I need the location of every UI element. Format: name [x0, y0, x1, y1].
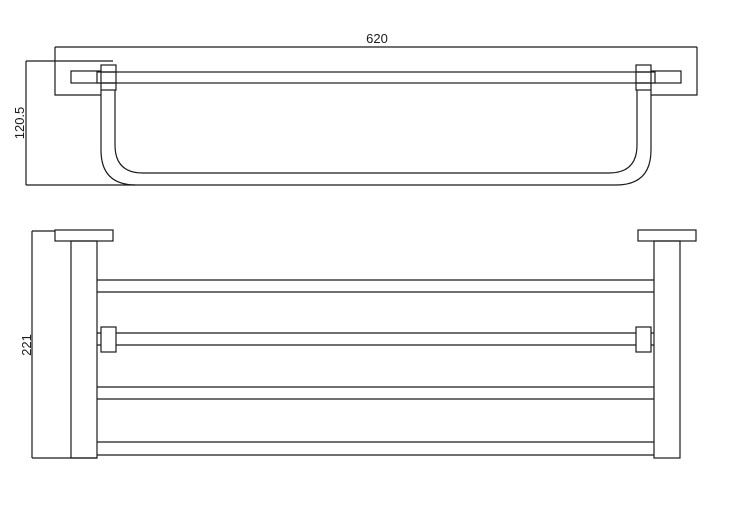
- left-collar: [100, 64, 117, 91]
- depth-dimension: 120.5: [12, 60, 135, 186]
- right-bracket: [635, 326, 652, 353]
- width-dimension: 620: [54, 31, 698, 96]
- left-bracket: [100, 326, 117, 353]
- front-view: 221: [19, 229, 697, 459]
- height-dimension: 221: [19, 230, 71, 459]
- left-cap: [54, 229, 114, 242]
- height-label: 221: [19, 334, 34, 356]
- left-post: [70, 240, 98, 459]
- width-label: 620: [366, 31, 388, 46]
- right-post: [653, 240, 681, 459]
- shelf-bar: [96, 71, 656, 84]
- right-collar: [635, 64, 652, 91]
- right-cap: [637, 229, 697, 242]
- u-tube-rail: [100, 90, 652, 186]
- top-view: 620 120.5: [12, 31, 698, 186]
- depth-label: 120.5: [12, 107, 27, 140]
- rails: [71, 279, 654, 459]
